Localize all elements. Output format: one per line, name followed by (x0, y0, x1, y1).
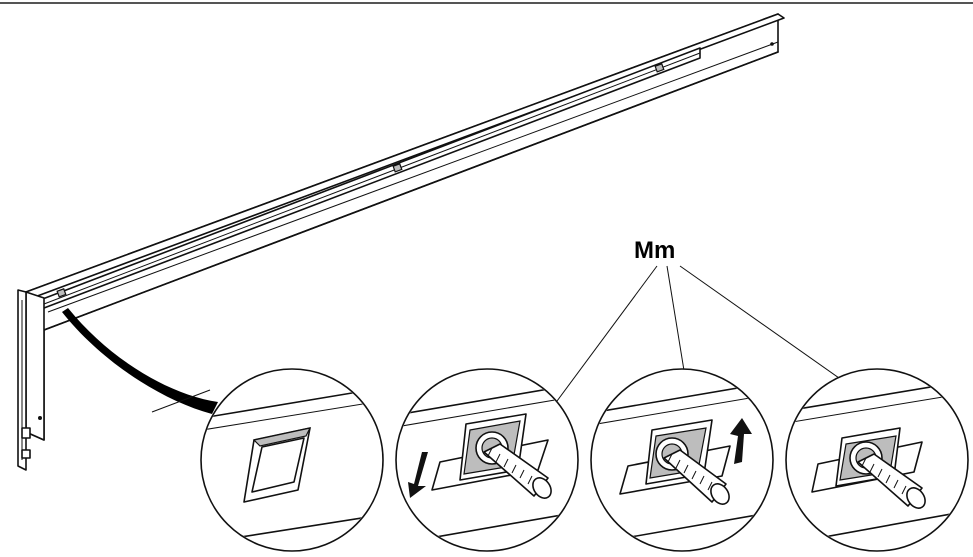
rail (17, 13, 785, 471)
detail-leader (62, 308, 218, 414)
rail-screw-1 (56, 288, 67, 298)
detail-circle-4 (785, 368, 969, 552)
detail-circle-1 (200, 368, 384, 552)
rail-screw-2 (392, 163, 403, 173)
detail-circle-3 (590, 368, 774, 552)
arrow-down-icon (408, 452, 428, 498)
detail-circle-2 (395, 368, 579, 552)
arrow-up-icon (730, 418, 752, 464)
rail-screw-3 (654, 63, 665, 73)
bolt-icon (483, 443, 552, 499)
bolt-icon (857, 453, 926, 509)
bolt-icon (663, 449, 730, 505)
callout-label: Mm (634, 237, 675, 264)
empty-slot-icon (243, 427, 312, 503)
